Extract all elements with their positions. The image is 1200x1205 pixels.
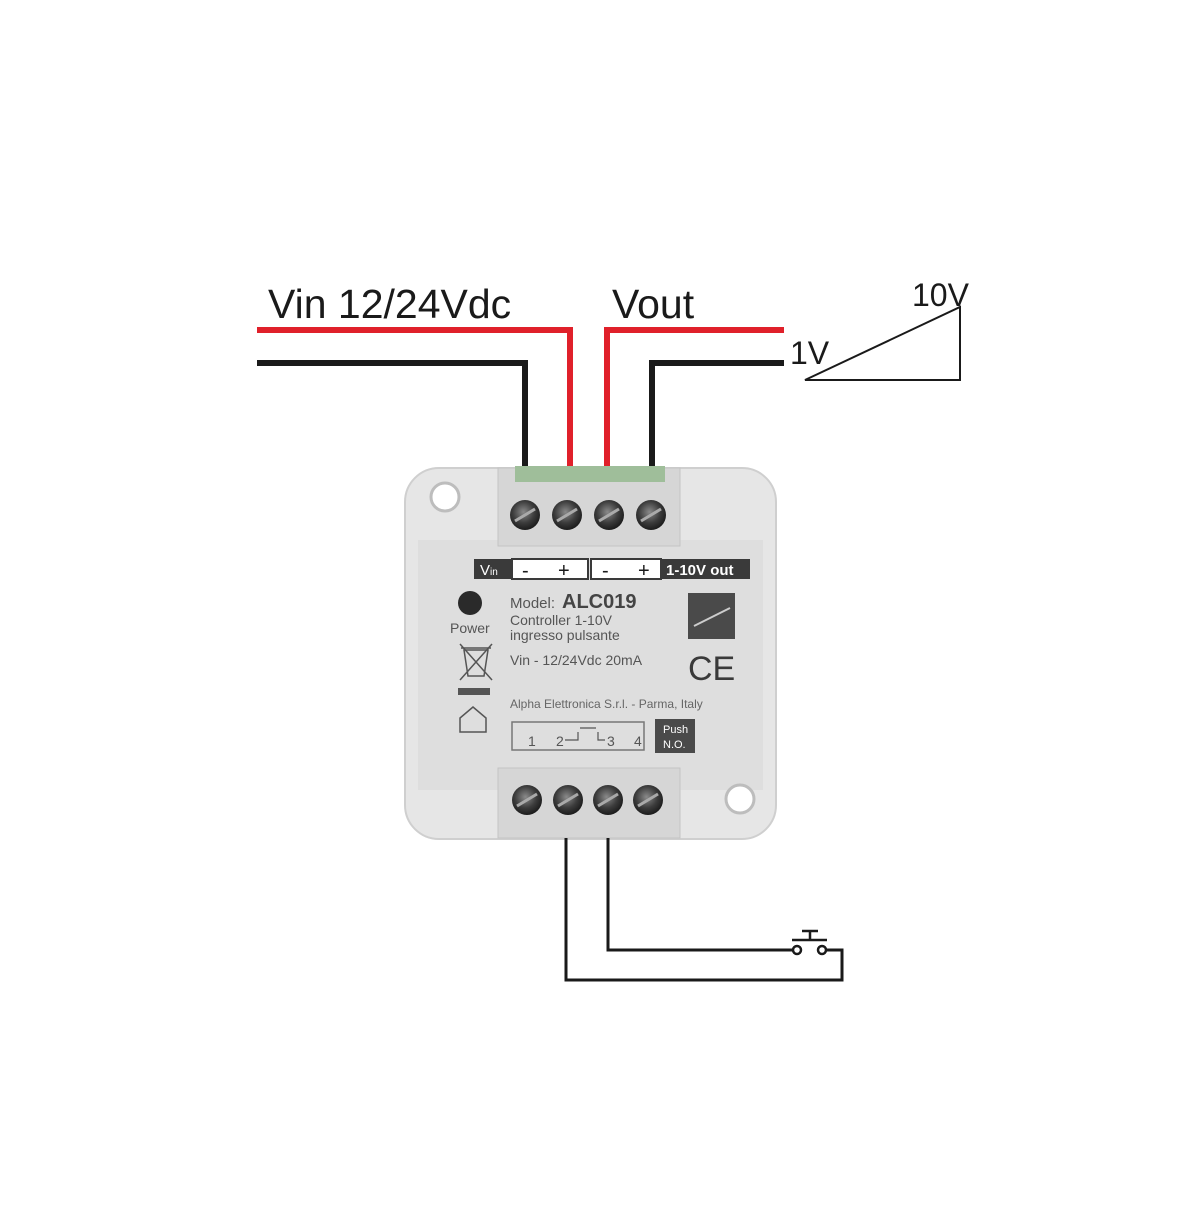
- description-line-2: ingresso pulsante: [510, 627, 620, 643]
- power-label: Power: [450, 620, 490, 636]
- maker-text: Alpha Elettronica S.r.l. - Parma, Italy: [510, 697, 703, 711]
- terminal-1: 1: [528, 733, 536, 749]
- screw-slot: [557, 792, 579, 808]
- terminal-green-strip: [515, 466, 665, 482]
- screw-slot: [516, 792, 538, 808]
- terminal-3: 3: [607, 733, 615, 749]
- mounting-hole-bottom-right: [724, 783, 756, 815]
- strip-vin-box: [474, 559, 511, 579]
- push-wire-terminal-2: [564, 838, 844, 982]
- description-line-1: Controller 1-10V: [510, 612, 613, 628]
- ramp-low-label: 1V: [790, 335, 830, 371]
- weee-bar: [458, 688, 490, 695]
- push-button-icon: [791, 929, 828, 956]
- strip-minus-b: -: [602, 560, 609, 582]
- rating-text: Vin - 12/24Vdc 20mA: [510, 652, 643, 668]
- strip-minus-a: -: [522, 560, 529, 582]
- vout-plus-wire: [604, 327, 784, 470]
- vout-minus-wire: [649, 360, 784, 470]
- brand-logo-mark: [693, 607, 731, 627]
- push-box: [655, 719, 695, 753]
- module-face: [418, 540, 763, 790]
- push-wire-terminal-3: [606, 838, 793, 952]
- terminal-2: 2: [556, 733, 564, 749]
- push-line-1: Push: [663, 724, 688, 736]
- top-screws: [510, 500, 666, 530]
- ramp-triangle: [804, 305, 961, 381]
- terminal-4: 4: [634, 733, 642, 749]
- mounting-hole-top-left: [429, 481, 461, 513]
- vout-label: Vout: [612, 281, 695, 327]
- screw-slot: [514, 507, 536, 523]
- screw-slot: [556, 507, 578, 523]
- bottom-screws: [512, 785, 663, 815]
- strip-out-label: 1-10V out: [666, 562, 734, 579]
- screw-slot: [597, 792, 619, 808]
- power-led-icon: [458, 591, 482, 615]
- strip-vin-label: Vin: [480, 562, 498, 579]
- strip-plus-b: +: [638, 560, 650, 582]
- vin-label: Vin 12/24Vdc: [268, 281, 511, 327]
- switch-symbol-icon: [565, 727, 605, 741]
- screw-slot: [640, 507, 662, 523]
- terminal-diagram-box: [511, 721, 645, 751]
- screw-slot: [637, 792, 659, 808]
- strip-out-polarity-box: [590, 558, 662, 580]
- strip-vin-polarity-box: [511, 558, 589, 580]
- ce-mark: CE: [688, 650, 735, 688]
- brand-logo-icon: [688, 593, 735, 639]
- vin-plus-wire: [257, 327, 573, 470]
- screw-slot: [598, 507, 620, 523]
- home-icon: [459, 706, 487, 733]
- weee-bin-icon: [459, 643, 493, 681]
- controller-module: Vin - + - + 1-10V out Model: ALC019 Cont…: [404, 466, 777, 840]
- model-number: ALC019: [562, 591, 636, 613]
- strip-out-box: [662, 559, 750, 579]
- vin-minus-wire: [257, 360, 528, 470]
- strip-plus-a: +: [558, 560, 570, 582]
- push-line-2: N.O.: [663, 739, 686, 751]
- model-label: Model:: [510, 595, 555, 612]
